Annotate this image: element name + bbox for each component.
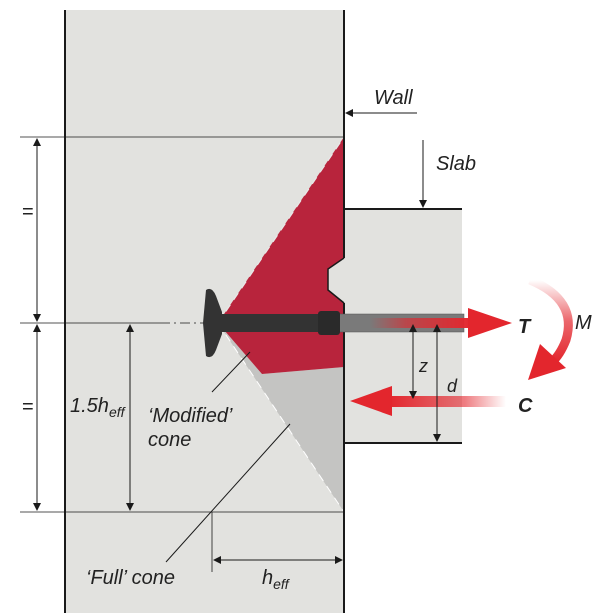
equal-sign-top: =	[22, 201, 34, 223]
tension-arrow-head	[468, 308, 512, 338]
cone-dashed-upper	[217, 136, 345, 324]
slab-outline	[327, 257, 345, 304]
d-label: d	[447, 376, 458, 396]
anchor-shaft	[215, 314, 335, 332]
anchor-head	[203, 288, 222, 358]
z-label: z	[418, 356, 428, 376]
slab-label: Slab	[436, 153, 476, 175]
anchor-coupler	[318, 311, 340, 335]
compression-arrow-shaft	[388, 396, 506, 407]
full-cone-leader	[165, 423, 291, 563]
compression-arrow-head	[350, 386, 392, 416]
embed-depth-label: 1.5heff	[70, 395, 127, 420]
equal-sign-bottom: =	[22, 396, 34, 418]
wall-label: Wall	[374, 87, 413, 109]
compression-label: C	[518, 395, 533, 417]
moment-arrow-arc	[528, 275, 573, 366]
modified-cone-label-line1: ‘Modified’	[148, 405, 233, 427]
heff-label: heff	[262, 567, 291, 592]
modified-cone-label-line2: cone	[148, 429, 191, 451]
full-cone-label: ‘Full’ cone	[86, 567, 175, 589]
cone-dashed-lower	[217, 322, 345, 513]
modified-cone-leader	[211, 351, 251, 393]
tension-label: T	[518, 316, 532, 338]
tension-arrow-shaft	[370, 318, 472, 328]
moment-label: M	[575, 312, 592, 334]
moment-arrow-head	[528, 344, 566, 380]
